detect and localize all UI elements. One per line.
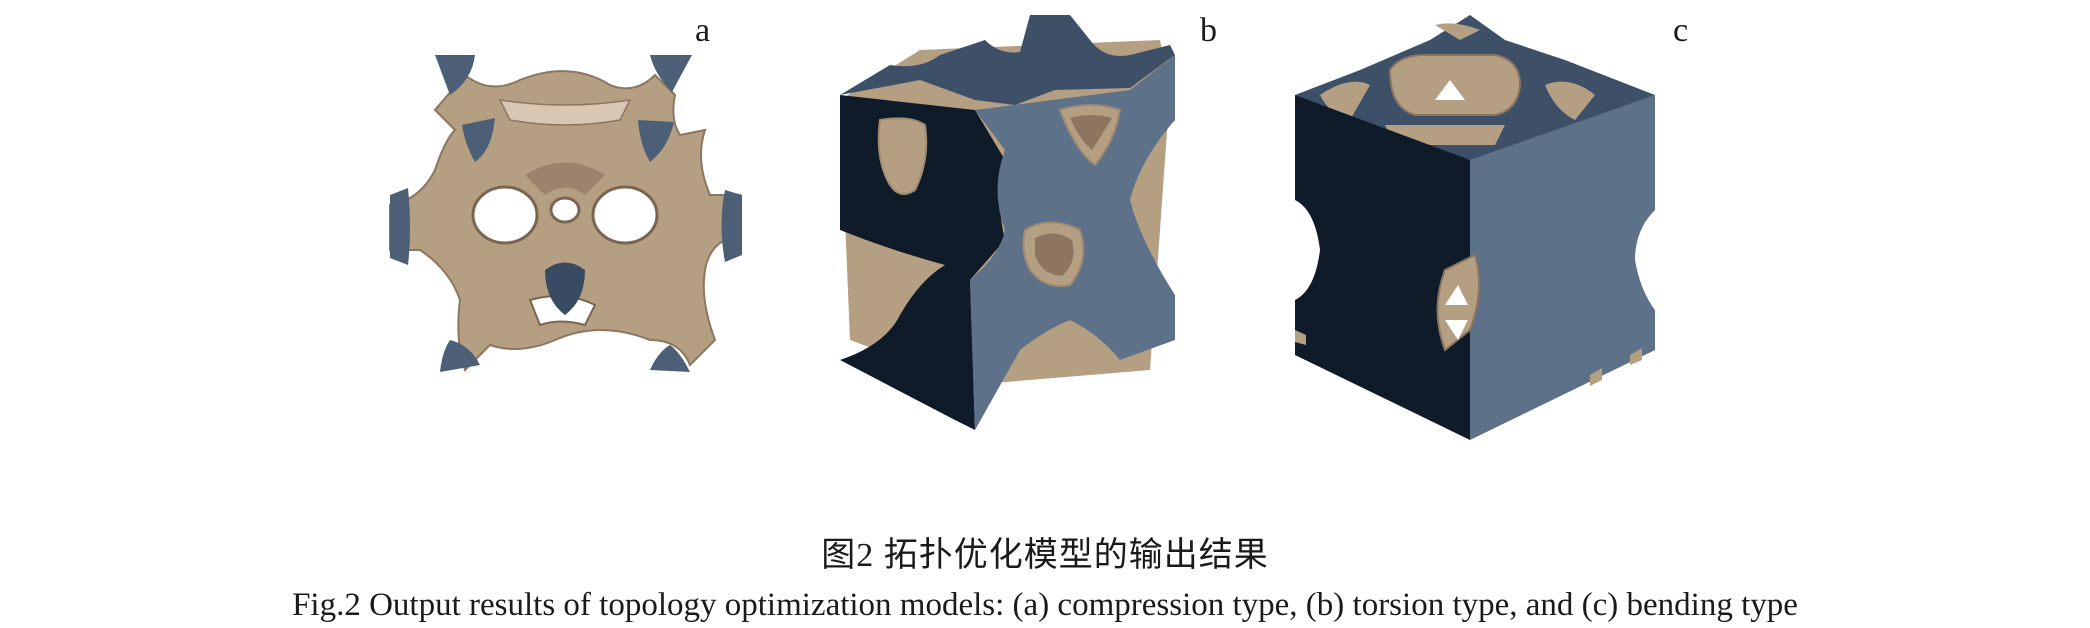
- top-face: [840, 15, 1175, 105]
- cap: [638, 120, 674, 162]
- hole: [549, 196, 581, 224]
- top-opening: [1435, 80, 1465, 100]
- panel-label-a: a: [695, 12, 711, 49]
- torsion-model-image: [840, 15, 1175, 430]
- compression-model-image: [389, 55, 742, 372]
- hole: [591, 185, 659, 245]
- hole: [525, 162, 605, 195]
- panel-a: a: [380, 0, 760, 430]
- panel-c: c: [1290, 0, 1690, 440]
- cap: [721, 190, 742, 262]
- figure-caption-english: Fig.2 Output results of topology optimiz…: [292, 587, 1798, 623]
- cap: [462, 118, 495, 162]
- panel-label-c: c: [1673, 12, 1689, 49]
- cap: [390, 188, 410, 265]
- cap: [545, 262, 585, 315]
- window: [1445, 320, 1468, 340]
- right-face: [1470, 95, 1655, 440]
- window-shadow: [1070, 115, 1112, 150]
- cap: [435, 55, 475, 95]
- window-shadow: [1035, 233, 1074, 276]
- hole: [498, 99, 632, 126]
- cap: [440, 340, 480, 372]
- top-opening: [1435, 23, 1480, 40]
- panel-label-b: b: [1200, 12, 1217, 49]
- left-face: [840, 95, 1005, 430]
- notch: [1295, 330, 1306, 345]
- cap: [650, 55, 692, 92]
- window: [877, 117, 928, 195]
- left-face: [1295, 95, 1470, 440]
- top-opening: [1388, 54, 1522, 116]
- notch: [1590, 368, 1602, 386]
- panel-b: b: [830, 0, 1220, 440]
- cap: [650, 345, 690, 372]
- hole: [471, 185, 539, 245]
- figure-caption-chinese: 图2 拓扑优化模型的输出结果: [821, 537, 1269, 574]
- notch: [1630, 348, 1642, 365]
- top-opening: [1545, 81, 1595, 120]
- window: [1445, 285, 1468, 305]
- bending-model-image: [1295, 15, 1655, 440]
